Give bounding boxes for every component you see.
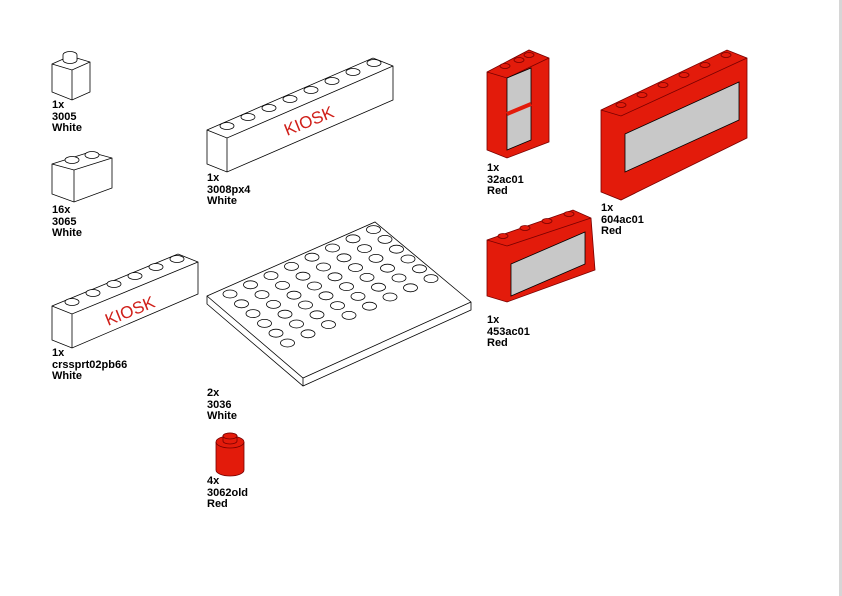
stud xyxy=(266,300,281,309)
stud xyxy=(316,262,331,272)
stud xyxy=(403,283,418,293)
stud xyxy=(304,252,320,262)
stud xyxy=(377,234,393,244)
stud xyxy=(254,290,270,299)
stud xyxy=(400,254,416,264)
stud xyxy=(336,253,352,263)
part-image-3062old xyxy=(214,430,248,478)
stud xyxy=(307,281,322,291)
stud xyxy=(318,291,334,301)
stud xyxy=(295,271,311,281)
part-image-32ac01 xyxy=(485,42,551,162)
stud xyxy=(298,300,313,310)
stud xyxy=(348,263,363,272)
stud xyxy=(222,289,238,299)
stud xyxy=(362,301,377,311)
stud xyxy=(325,243,340,253)
stud xyxy=(243,280,258,290)
stud xyxy=(245,309,261,318)
part-image-crssprt02pb66: KIOSK xyxy=(50,248,200,350)
page-edge xyxy=(839,0,842,596)
stud xyxy=(391,273,407,283)
stud xyxy=(327,272,343,282)
stud xyxy=(371,282,386,292)
stud xyxy=(275,281,290,290)
stud xyxy=(341,311,357,320)
part-image-604ac01 xyxy=(599,42,751,202)
stud xyxy=(263,271,279,280)
stud xyxy=(321,320,336,329)
part-image-3065 xyxy=(50,146,114,204)
stud xyxy=(286,290,302,300)
stud xyxy=(309,310,325,320)
part-image-3036 xyxy=(205,218,475,390)
stud xyxy=(289,319,304,329)
part-image-3005 xyxy=(50,48,92,102)
stud xyxy=(330,301,345,310)
stud xyxy=(234,299,249,309)
part-image-453ac01 xyxy=(485,206,597,306)
stud xyxy=(280,338,295,348)
stud xyxy=(339,282,354,291)
part-image-3008px4: KIOSK xyxy=(205,52,395,174)
stud xyxy=(300,329,316,339)
stud xyxy=(368,254,384,263)
stud xyxy=(412,264,427,274)
stud xyxy=(350,292,366,301)
stud xyxy=(345,234,361,244)
stud xyxy=(380,263,395,273)
stud xyxy=(366,225,381,235)
stud xyxy=(284,262,299,271)
stud xyxy=(357,244,372,254)
stud xyxy=(389,244,404,254)
stud xyxy=(277,309,293,319)
stud xyxy=(423,274,439,283)
stud xyxy=(257,319,272,328)
stud xyxy=(359,273,375,282)
stud xyxy=(382,292,398,302)
stud xyxy=(268,328,284,338)
